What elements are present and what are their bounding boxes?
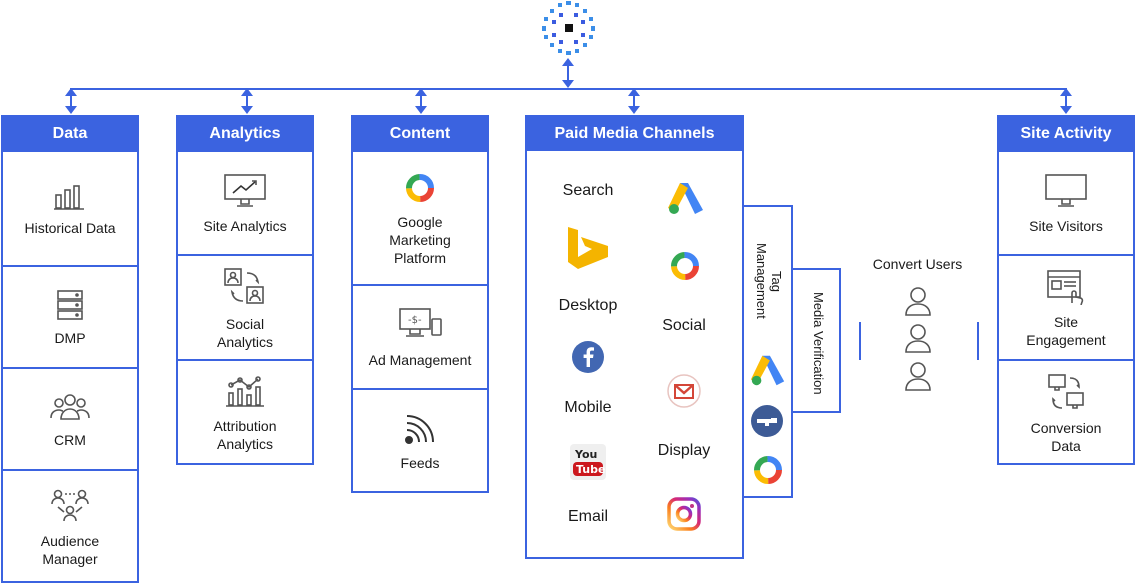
site-analytics-label: Site Analytics xyxy=(203,218,287,234)
user-icon xyxy=(905,287,931,316)
conversion-data-cell: Conversion Data xyxy=(999,359,1133,467)
paid-media-column: Paid Media Channels xyxy=(525,115,744,559)
convert-users-bracket-left xyxy=(859,322,861,360)
tag-manager-icon xyxy=(751,405,783,437)
instagram-icon xyxy=(667,497,701,531)
site-engagement-cell: Site Engagement xyxy=(999,254,1133,361)
media-verification-label: Media Verification xyxy=(811,291,826,395)
paid-media-column-title: Paid Media Channels xyxy=(527,117,742,151)
social-analytics-cell: Social Analytics xyxy=(178,254,312,361)
site-activity-column-title: Site Activity xyxy=(999,117,1133,151)
site-engagement-label: Site Engagement xyxy=(1026,313,1106,348)
content-column-title: Content xyxy=(353,117,487,151)
connector-horizontal xyxy=(70,88,1067,90)
attribution-analytics-label: Attribution Analytics xyxy=(213,418,277,452)
engagement-icon xyxy=(1047,269,1084,305)
site-analytics-cell: Site Analytics xyxy=(178,150,312,256)
google-marketing-icon xyxy=(406,174,434,202)
media-verification-panel xyxy=(791,268,841,413)
dmp-label: DMP xyxy=(54,330,86,346)
google-marketing-icon xyxy=(754,456,782,484)
audience-manager-cell: Audience Manager xyxy=(3,469,137,585)
convert-users-label: Convert Users xyxy=(872,256,963,272)
audience-icon xyxy=(51,489,89,522)
facebook-icon xyxy=(572,341,604,373)
google-marketing-label: Google Marketing Platform xyxy=(389,214,451,266)
feeds-icon xyxy=(405,414,434,444)
dmp-cell: DMP xyxy=(3,265,137,369)
display-label: Display xyxy=(657,442,711,459)
google-ads-icon xyxy=(750,355,785,386)
historical-data-cell: Historical Data xyxy=(3,150,137,267)
svg-text:You: You xyxy=(574,448,597,461)
attribution-analytics-cell: Attribution Analytics xyxy=(178,359,312,467)
desktop-label: Desktop xyxy=(558,297,618,314)
connector-logo xyxy=(567,64,569,86)
ad-management-icon: -$- xyxy=(399,308,442,337)
site-visitors-label: Site Visitors xyxy=(1029,218,1103,234)
ad-management-cell: -$- Ad Management xyxy=(353,284,487,390)
data-column: Data Historical Data DMP CRM Audience Ma… xyxy=(1,115,139,583)
bing-icon xyxy=(568,227,608,269)
youtube-icon: You Tube xyxy=(570,444,606,480)
convert-users-bracket-right xyxy=(977,322,979,360)
google-marketing-icon xyxy=(671,252,699,280)
feeds-cell: Feeds xyxy=(353,388,487,495)
audience-manager-label: Audience Manager xyxy=(40,533,100,567)
logo-icon xyxy=(542,1,595,55)
monitor-chart-icon xyxy=(224,174,266,207)
site-activity-column: Site Activity Site Visitors Site Engagem… xyxy=(997,115,1135,465)
feeds-label: Feeds xyxy=(400,454,440,471)
user-icon xyxy=(905,362,931,391)
ad-management-label: Ad Management xyxy=(368,352,472,368)
server-icon xyxy=(57,290,83,320)
conversion-icon xyxy=(1048,374,1084,409)
google-marketing-cell: Google Marketing Platform xyxy=(353,150,487,286)
historical-data-label: Historical Data xyxy=(24,219,116,236)
svg-text:Tube: Tube xyxy=(576,463,605,476)
crm-cell: CRM xyxy=(3,367,137,471)
crm-label: CRM xyxy=(54,432,86,448)
tag-management-label: Tag Management xyxy=(754,243,784,319)
analytics-column-title: Analytics xyxy=(178,117,312,151)
mobile-label: Mobile xyxy=(564,399,612,416)
gmail-icon xyxy=(667,374,701,408)
data-column-title: Data xyxy=(3,117,137,151)
attribution-chart-icon xyxy=(226,376,264,407)
svg-text:-$-: -$- xyxy=(408,315,422,326)
social-analytics-label: Social Analytics xyxy=(216,315,274,350)
people-icon xyxy=(50,394,90,420)
user-icon xyxy=(905,324,931,353)
content-column: Content Google Marketing Platform -$- Ad… xyxy=(351,115,489,493)
email-label: Email xyxy=(567,508,608,525)
social-label: Social xyxy=(662,317,706,334)
site-visitors-cell: Site Visitors xyxy=(999,150,1133,256)
bar-chart-icon xyxy=(54,184,84,210)
google-ads-icon xyxy=(668,183,703,214)
conversion-data-label: Conversion Data xyxy=(1030,420,1102,454)
monitor-icon xyxy=(1045,174,1087,207)
social-analytics-icon xyxy=(224,267,264,304)
analytics-column: Analytics Site Analytics Social Analytic… xyxy=(176,115,314,465)
search-label: Search xyxy=(562,182,614,199)
